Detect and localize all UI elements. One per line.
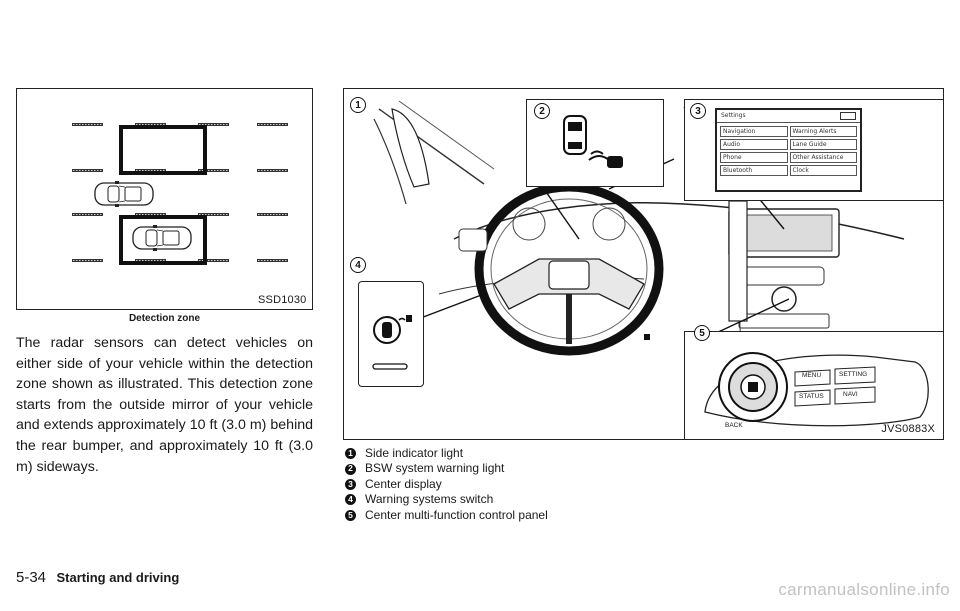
warning-switch-icon xyxy=(372,315,412,370)
inset-control-panel: MENU STATUS SETTING NAVI BACK xyxy=(684,331,943,439)
legend-item: 4 Warning systems switch xyxy=(345,492,548,507)
section-title: Starting and driving xyxy=(56,570,180,585)
legend-text: Center multi-function control panel xyxy=(365,507,548,522)
menu-navigation: Navigation xyxy=(720,126,788,137)
menu-other-assistance: Other Assistance xyxy=(789,152,857,163)
menu-warning-alerts: Warning Alerts xyxy=(789,126,857,137)
panel-menu-label: MENU xyxy=(802,372,822,379)
legend-text: Side indicator light xyxy=(365,446,464,460)
legend-item: 3 Center display xyxy=(345,477,548,492)
legend-number: 3 xyxy=(345,479,356,490)
control-panel-illustration xyxy=(704,352,929,427)
inset-warning-systems-switch xyxy=(358,281,424,387)
menu-clock: Clock xyxy=(789,165,857,176)
figure2-code: JVS0883X xyxy=(881,423,935,435)
figure1-code: SSD1030 xyxy=(258,294,307,306)
legend-number: 5 xyxy=(345,510,356,521)
dashboard-figure: Settings Navigation Warning Alerts Audio… xyxy=(343,88,944,440)
legend-number: 2 xyxy=(345,463,356,475)
figure2-legend: 1 Side indicator light 2 BSW system warn… xyxy=(345,446,548,523)
panel-setting-label: SETTING xyxy=(839,371,868,378)
legend-text: Warning systems switch xyxy=(365,492,494,507)
figure1-caption: Detection zone xyxy=(128,313,201,324)
panel-back-label: BACK xyxy=(725,422,743,429)
callout-5: 5 xyxy=(694,325,710,341)
inset-center-display: Settings Navigation Warning Alerts Audio… xyxy=(684,99,943,201)
page-number: 5-34 xyxy=(16,569,47,586)
callout-3: 3 xyxy=(690,103,706,119)
detection-zone-illustration xyxy=(71,122,289,265)
watermark: carmanualsonline.info xyxy=(778,580,950,599)
menu-audio: Audio xyxy=(720,139,788,150)
legend-number: 4 xyxy=(345,494,356,506)
panel-navi-label: NAVI xyxy=(843,391,858,398)
detection-zone-figure xyxy=(16,88,313,310)
bsw-warning-icon xyxy=(563,115,623,168)
callout-1: 1 xyxy=(350,97,366,113)
legend-text: Center display xyxy=(365,476,442,491)
display-back-icon xyxy=(840,112,856,120)
legend-number: 1 xyxy=(345,448,356,460)
display-title: Settings xyxy=(721,112,746,119)
legend-item: 2 BSW system warning light xyxy=(345,461,548,476)
callout-4: 4 xyxy=(350,257,366,273)
legend-item: 5 Center multi-function control panel xyxy=(345,508,548,523)
callout-2: 2 xyxy=(534,103,550,119)
body-paragraph: The radar sensors can detect vehicles on… xyxy=(16,335,313,475)
display-screen: Settings Navigation Warning Alerts Audio… xyxy=(715,108,862,192)
legend-text: BSW system warning light xyxy=(365,461,505,476)
menu-bluetooth: Bluetooth xyxy=(720,165,788,176)
menu-lane-guide: Lane Guide xyxy=(789,139,857,150)
legend-item: 1 Side indicator light xyxy=(345,446,548,461)
page-footer: 5-34 Starting and driving xyxy=(16,569,179,587)
panel-status-label: STATUS xyxy=(799,393,824,400)
menu-phone: Phone xyxy=(720,152,788,163)
